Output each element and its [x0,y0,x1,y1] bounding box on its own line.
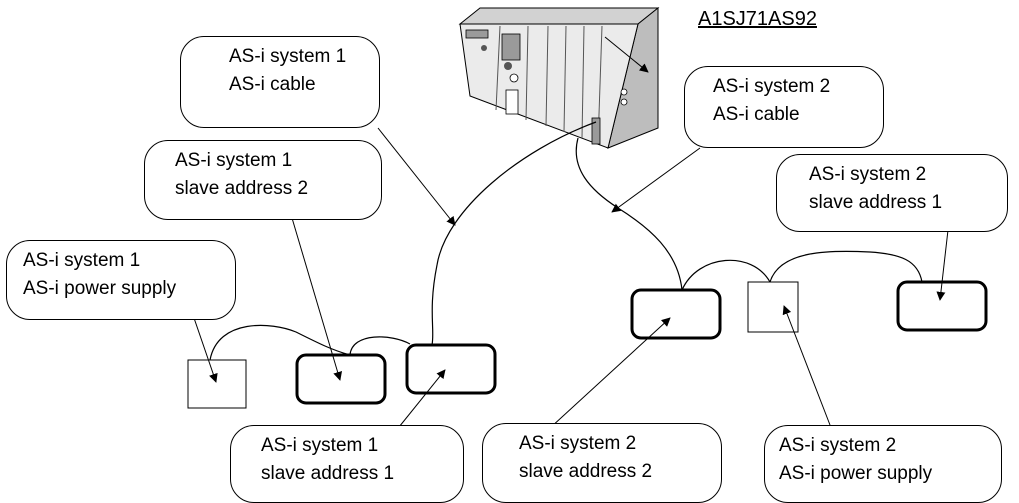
arrow-controller [604,36,649,73]
arrow-system1-power [193,317,218,383]
system2-power-supply-box [747,281,799,333]
callout-line2: AS-i cable [713,104,800,125]
callout-line1: AS-i system 2 [809,164,927,185]
callout-line1: AS-i system 1 [229,46,347,67]
system2-slave2-box [630,288,722,340]
asi-cables [209,121,923,361]
callout-line2: slave address 2 [175,178,309,199]
system1-cable-segment-b [349,336,411,356]
callout-line1: AS-i system 1 [23,250,141,271]
callout-line1: AS-i system 2 [713,76,831,97]
controller-model-label: A1SJ71AS92 [698,8,817,30]
callout-line1: AS-i system 1 [261,435,379,456]
arrow-system1-slave2 [291,217,343,381]
arrow-system1-slave1 [394,369,446,433]
callout-system2-cable: AS-i system 2 AS-i cable [684,66,884,148]
callout-system1-slave1: AS-i system 1 slave address 1 [230,425,464,503]
callout-line2: slave address 1 [261,463,395,484]
callout-line2: slave address 2 [519,461,653,482]
system1-slave2-box [295,353,387,405]
system1-cable-segment-a [209,324,351,361]
callout-system1-power-supply: AS-i system 1 AS-i power supply [6,240,236,320]
system2-cable-segment-a [681,259,771,291]
devices [187,280,988,409]
callout-system1-slave2: AS-i system 1 slave address 2 [144,140,382,220]
system1-slave1-box [405,343,497,395]
callout-system2-slave1: AS-i system 2 slave address 1 [776,154,1008,232]
arrow-system2-slave2 [549,317,671,429]
callout-system2-slave2: AS-i system 2 slave address 2 [482,423,722,503]
callout-system2-power-supply: AS-i system 2 AS-i power supply [764,425,1002,503]
callout-line1: AS-i system 2 [779,435,897,456]
system1-trunk-cable [431,121,597,346]
arrow-system2-power [782,305,831,426]
callout-line2: AS-i cable [229,74,316,95]
system2-slave1-box [896,280,988,332]
arrow-system2-cable [611,147,701,213]
arrow-system1-cable [377,127,456,226]
callout-line1: AS-i system 1 [175,150,293,171]
system1-power-supply-box [187,359,247,409]
arrow-system2-slave1 [936,229,949,301]
callout-system1-cable: AS-i system 1 AS-i cable [180,36,380,128]
callout-line2: slave address 1 [809,192,943,213]
callout-line2: AS-i power supply [779,463,933,484]
callout-line1: AS-i system 2 [519,433,637,454]
callout-line2: AS-i power supply [23,278,177,299]
plc-rack [458,6,660,149]
leader-arrows [193,36,949,433]
system2-trunk-cable [575,137,683,291]
system2-cable-segment-b [769,250,923,283]
